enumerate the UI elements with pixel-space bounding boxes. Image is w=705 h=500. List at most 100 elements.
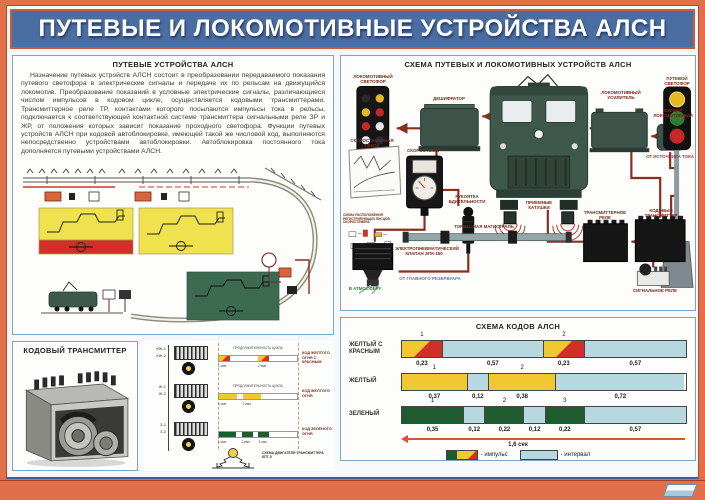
cam-wheel-icon <box>182 438 195 451</box>
publisher-logo <box>662 484 698 497</box>
strip-impulse <box>219 432 237 437</box>
segment-duration: 0,12 <box>471 394 484 400</box>
interval-segment: 0,12 <box>467 374 489 400</box>
code-strip <box>218 355 298 362</box>
impulse-tick-label: 2 имп <box>242 402 251 406</box>
code-row-label: ЗЕЛЕНЫЙ <box>349 411 380 418</box>
contact-label: Ж-1 <box>158 384 166 389</box>
contact-stack <box>174 384 208 398</box>
strip-interval <box>269 356 297 361</box>
footer-strip <box>0 480 705 500</box>
brake-line-label: ТОРМОЗНАЯ МАГИСТРАЛЬ <box>454 224 514 229</box>
segment-duration: 0,37 <box>428 394 441 400</box>
cycle-duration-label: ПРОДОЛЖИТЕЛЬНОСТЬ ЦИКЛА <box>233 346 283 350</box>
legend-impulse-swatch <box>445 450 478 460</box>
contact-label: КЖ-1 <box>156 346 166 351</box>
segment-duration: 0,35 <box>426 427 439 433</box>
impulse-tick-label: 2 имп <box>258 364 267 368</box>
vigilance-handle-label: РУКОЯТКА БДИТЕЛЬНОСТИ <box>448 194 486 205</box>
impulse-number: 1 <box>420 332 424 338</box>
code-strip <box>218 431 298 438</box>
impulse-number: 2 <box>502 398 507 404</box>
contact-stack <box>174 346 208 360</box>
interval-segment: 0,57 <box>442 341 544 367</box>
impulse-number: 2 <box>520 365 524 371</box>
code-transmitter-panel: КОДОВЫЙ ТРАНСМИТТЕР <box>12 341 138 471</box>
track-devices-text: Назначение путевых устройств АЛСН состои… <box>21 72 325 155</box>
speed-tape-label: СКОРОСТЕМЕРНАЯ ЛЕНТА <box>350 138 394 149</box>
signal-relay-label: СИГНАЛЬНОЕ РЕЛЕ <box>632 288 678 293</box>
cycle-seconds-label: 1,6 сек <box>508 442 528 448</box>
filter-label: ФИЛЬТР ЛОКОМОТИВНЫЙ <box>653 108 693 119</box>
guide-line <box>298 343 299 449</box>
poster-title: ПУТЕВЫЕ И ЛОКОМОТИВНЫЕ УСТРОЙСТВА АЛСН <box>38 15 667 42</box>
cycle-duration-label: ПРОДОЛЖИТЕЛЬНОСТЬ ЦИКЛА <box>233 384 283 388</box>
impulse-tick-label: 2 имп <box>241 440 250 444</box>
epk-valve-label: ЭЛЕКТРОПНЕВМАТИЧЕСКИЙ КЛАПАН ЭПК-150 <box>395 246 459 257</box>
alsn-scheme-stage: ЛОКОМОТИВНЫЙ СВЕТОФОР ДЕШИФРАТОР ЛОКОМОТ… <box>341 72 695 308</box>
segment-duration: 0,12 <box>528 427 541 433</box>
poster-sheet: ПУТЕВЫЕ И ЛОКОМОТИВНЫЕ УСТРОЙСТВА АЛСН П… <box>6 5 699 479</box>
strip-impulse <box>257 356 270 361</box>
motor-scheme-label: СХЕМА ДВИГАТЕЛЯ ТРАНСМИТТЕРА КПТ-5 <box>262 451 324 460</box>
segment-duration: 0,57 <box>629 361 642 367</box>
strip-impulse <box>242 394 262 399</box>
interval-segment: 0,72 <box>556 374 685 400</box>
strip-interval <box>269 432 297 437</box>
segment-duration: 0,22 <box>498 427 511 433</box>
code-transmitter-heading: КОДОВЫЙ ТРАНСМИТТЕР <box>23 346 127 355</box>
interval-segment: 0,12 <box>524 407 546 433</box>
segment-duration: 0,12 <box>468 427 481 433</box>
receiver-coils-label: ПРИЕМНЫЕ КАТУШКИ <box>525 200 553 211</box>
loco-signal-label: ЛОКОМОТИВНЫЙ СВЕТОФОР <box>353 74 393 85</box>
strip-impulse <box>258 432 270 437</box>
strip-impulse <box>241 432 253 437</box>
impulse-tick-label: 3 имп <box>258 440 267 444</box>
track-devices-panel: ПУТЕВЫЕ УСТРОЙСТВА АЛСН Назначение путев… <box>12 55 334 335</box>
legend-impulse-label: - импульс <box>480 452 508 458</box>
impulse-tick-label: 1 имп <box>218 364 227 368</box>
impulse-number: 1 <box>432 365 436 371</box>
transmitter-relay-label: ТРАНСМИТТЕРНОЕ РЕЛЕ <box>583 210 627 221</box>
code-transmitter-illustration <box>24 371 130 467</box>
segment-duration: 0,23 <box>558 361 570 367</box>
strip-impulse <box>219 394 238 399</box>
segment-duration: 0,23 <box>416 361 428 367</box>
main-reservoir-label: ОТ ГЛАВНОГО РЕЗЕРВУАРА <box>399 276 461 281</box>
alsn-codes-heading: СХЕМА КОДОВ АЛСН <box>475 322 561 331</box>
legend-interval-label: - интервал <box>560 452 591 458</box>
track-scheme-illustration <box>23 167 322 323</box>
contact-stack <box>174 422 208 436</box>
poster-title-bar: ПУТЕВЫЕ И ЛОКОМОТИВНЫЕ УСТРОЙСТВА АЛСН <box>10 9 695 49</box>
amplifier-label: ЛОКОМОТИВНЫЙ УСИЛИТЕЛЬ <box>601 90 641 101</box>
cycle-arrow <box>401 435 685 443</box>
poster-content: ПУТЕВЫЕ УСТРОЙСТВА АЛСН Назначение путев… <box>10 53 696 477</box>
code-name-label: КОД ЖЕЛТОГО ОГНЯ <box>302 389 330 398</box>
alsn-scheme-illustration <box>348 73 694 296</box>
interval-segment: 0,57 <box>584 341 686 367</box>
impulse-number: 1 <box>430 398 435 404</box>
interval-segment: 0,12 <box>464 407 486 433</box>
speedometer-label: СКОРОСТЕМЕР <box>407 148 441 153</box>
impulse-tick-label: 1 имп <box>218 402 227 406</box>
contact-label: Ж-2 <box>158 391 166 396</box>
strip-impulse <box>219 356 231 361</box>
power-source-label: ОТ ИСТОЧНИКА ТОКА <box>646 154 694 159</box>
contact-label: З-1 <box>160 422 166 427</box>
